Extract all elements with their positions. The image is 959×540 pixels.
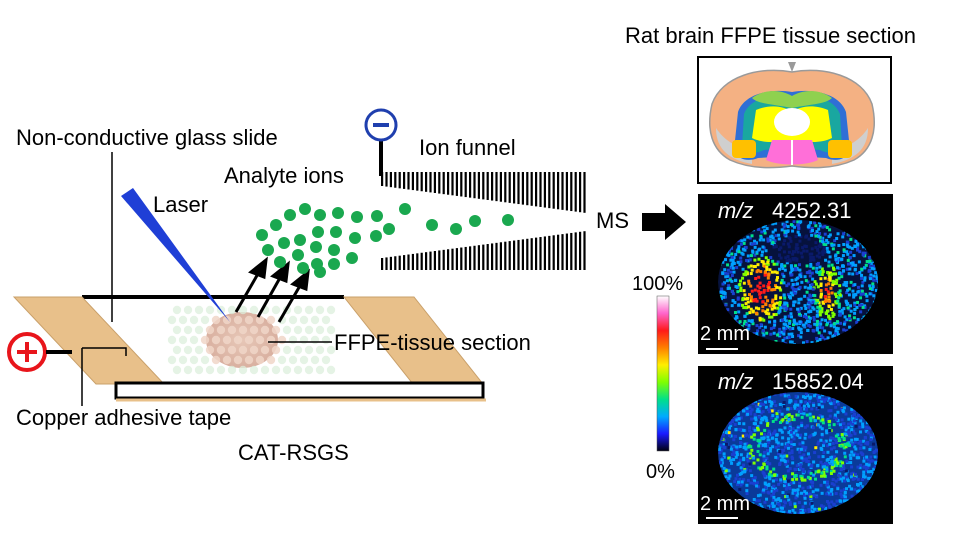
ion-image-1-scale-label: 2 mm [700, 323, 750, 345]
colorbar-min-label: 0% [646, 461, 675, 483]
ion-image-1-mz-value: 4252.31 [772, 198, 852, 223]
label-laser: Laser [153, 192, 208, 217]
ion-image-2-mz-value: 15852.04 [772, 369, 864, 394]
colorbar [656, 295, 670, 452]
ion-image-1 [718, 220, 878, 344]
label-copper-tape: Copper adhesive tape [16, 405, 231, 430]
ion-funnel-upper [381, 172, 586, 213]
label-brain-title: Rat brain FFPE tissue section [625, 23, 916, 48]
ion-funnel-lower [381, 231, 586, 270]
glass-slide-base [114, 381, 485, 400]
label-ms: MS [596, 208, 629, 233]
label-tissue-section: FFPE-tissue section [334, 330, 531, 355]
ion-image-2-mz-prefix: m/z [718, 369, 753, 394]
brain-atlas [709, 62, 875, 169]
copper-tape-leader [82, 347, 127, 356]
colorbar-max-label: 100% [632, 273, 683, 295]
analyte-ions [256, 203, 514, 278]
label-device-name: CAT-RSGS [238, 440, 349, 465]
positive-electrode-plus-v [25, 342, 29, 362]
desorption-arrows [234, 256, 310, 323]
label-glass-slide: Non-conductive glass slide [16, 125, 278, 150]
ms-arrow-icon [642, 204, 686, 240]
negative-electrode-minus [373, 123, 389, 127]
ion-image-2-scale-label: 2 mm [700, 493, 750, 515]
ion-image-1-mz-prefix: m/z [718, 198, 753, 223]
label-analyte-ions: Analyte ions [224, 163, 344, 188]
laser-beam [121, 188, 230, 322]
label-ion-funnel: Ion funnel [419, 135, 516, 160]
